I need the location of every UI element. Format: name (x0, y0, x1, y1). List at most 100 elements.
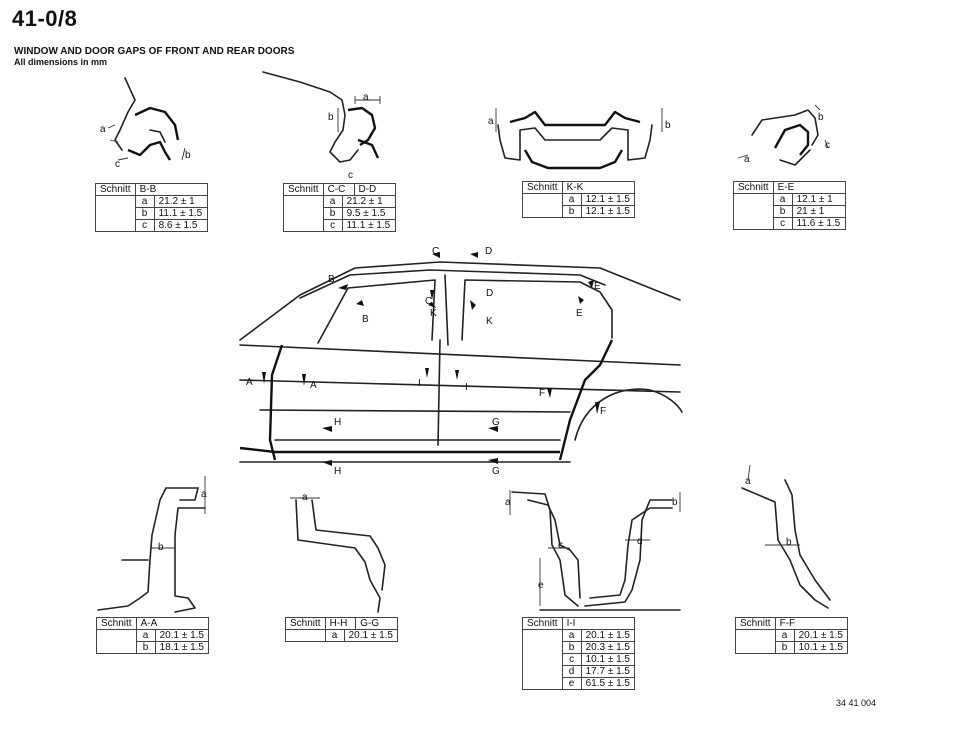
section-ii-drawing: a b c d e (505, 490, 681, 611)
car-label-f1: F (539, 388, 545, 399)
ii-label-d: d (637, 536, 643, 547)
car-label-k1: K (430, 308, 437, 319)
car-label-c1: C (432, 246, 439, 257)
aa-label-a: a (201, 489, 207, 500)
car-label-a1: A (246, 377, 253, 388)
car-section-arrows (262, 252, 600, 466)
ii-label-b: b (672, 497, 678, 508)
row-value: 10.1 ± 1.5 (793, 641, 849, 654)
ee-label-b: b (818, 112, 824, 123)
ii-label-c: c (558, 540, 563, 551)
section-id: H-H (324, 617, 357, 630)
row-key: c (561, 653, 582, 666)
car-label-e2: E (576, 308, 583, 319)
section-ee-drawing: b c a (737, 104, 830, 166)
row-value: 21.2 ± 1 (341, 195, 396, 208)
bb-label-b: b (185, 150, 191, 161)
row-key: b (322, 207, 343, 220)
section-id: I-I (561, 617, 636, 630)
row-value: 11.1 ± 1.5 (341, 219, 396, 232)
ff-label-b: b (786, 537, 792, 548)
ee-label-c: c (825, 140, 830, 151)
kk-label-b: b (665, 120, 671, 131)
section-bb-drawing: a b c (100, 77, 191, 170)
row-value: 17.7 ± 1.5 (580, 665, 636, 678)
row-key: c (134, 219, 155, 232)
row-value: 10.1 ± 1.5 (580, 653, 636, 666)
row-key: e (561, 677, 582, 690)
bb-label-c: c (115, 159, 120, 170)
row-key: c (772, 217, 793, 230)
car-label-h2: H (334, 466, 341, 477)
table-head: Schnitt (735, 617, 776, 630)
row-value: 20.3 ± 1.5 (580, 641, 636, 654)
row-key: c (322, 219, 343, 232)
ii-label-e: e (538, 580, 544, 591)
table-blank (96, 629, 137, 654)
row-key: a (772, 193, 793, 206)
row-key: a (324, 629, 345, 642)
section-ccdd-drawing: a b c (262, 71, 381, 181)
car-side-view (239, 261, 683, 463)
row-value: 11.6 ± 1.5 (791, 217, 846, 230)
table-blank (283, 195, 324, 232)
table-blank (522, 193, 563, 218)
row-value: 11.1 ± 1.5 (153, 207, 208, 220)
section-id: B-B (134, 183, 208, 196)
table-head: Schnitt (733, 181, 774, 194)
row-key: a (561, 193, 582, 206)
section-kk-drawing: a b (488, 108, 671, 170)
section-hhgg-drawing: a (290, 492, 386, 613)
car-label-i2: I (465, 382, 468, 393)
car-label-h1: H (334, 417, 341, 428)
row-value: 12.1 ± 1.5 (580, 205, 636, 218)
section-id: C-C (322, 183, 355, 196)
table-head: Schnitt (283, 183, 324, 196)
table-blank (733, 193, 774, 230)
kk-label-a: a (488, 116, 494, 127)
table-blank (735, 629, 776, 654)
section-id-2: G-G (355, 617, 398, 630)
car-label-f2: F (600, 406, 606, 417)
row-key: b (135, 641, 156, 654)
row-key: b (561, 205, 582, 218)
row-value: 20.1 ± 1.5 (154, 629, 210, 642)
section-id-2: D-D (353, 183, 396, 196)
section-id: E-E (772, 181, 846, 194)
table-blank (522, 629, 563, 690)
row-value: 9.5 ± 1.5 (341, 207, 396, 220)
row-value: 20.1 ± 1.5 (343, 629, 399, 642)
car-label-d2: D (486, 288, 493, 299)
row-value: 21.2 ± 1 (153, 195, 208, 208)
car-label-d1: D (485, 246, 492, 257)
ff-label-a: a (745, 476, 751, 487)
ccdd-label-c: c (348, 170, 353, 181)
ee-label-a: a (744, 154, 750, 165)
section-aa-drawing: a b (97, 476, 207, 613)
page-title: WINDOW AND DOOR GAPS OF FRONT AND REAR D… (14, 46, 295, 57)
row-key: a (134, 195, 155, 208)
row-key: a (322, 195, 343, 208)
hhgg-label-a: a (302, 492, 308, 503)
aa-label-b: b (158, 542, 164, 553)
bb-label-a: a (100, 124, 106, 135)
page-subtitle: All dimensions in mm (14, 57, 108, 67)
car-label-b1: B (328, 274, 335, 285)
row-key: b (774, 641, 795, 654)
table-blank (285, 629, 326, 642)
table-head: Schnitt (522, 181, 563, 194)
car-label-e1: E (594, 281, 601, 292)
table-head: Schnitt (522, 617, 563, 630)
row-value: 61.5 ± 1.5 (580, 677, 636, 690)
car-label-k2: K (486, 316, 493, 327)
car-label-a2: A (310, 380, 317, 391)
row-key: a (135, 629, 156, 642)
table-blank (95, 195, 136, 232)
section-id: K-K (561, 181, 636, 194)
